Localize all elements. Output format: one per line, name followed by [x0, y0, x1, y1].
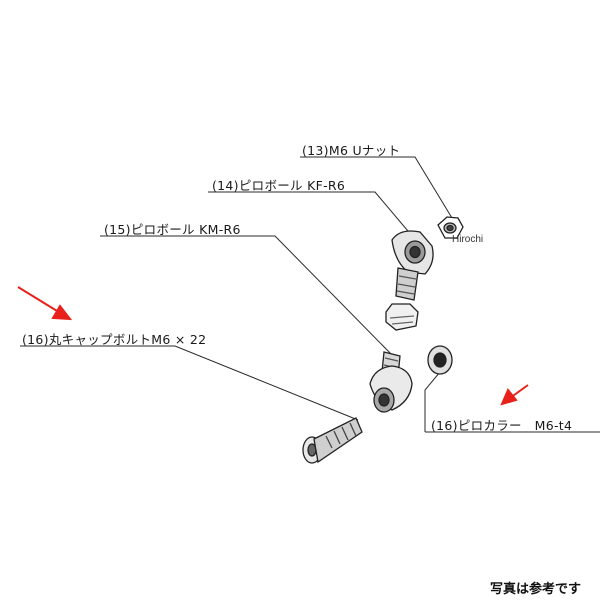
cap-bolt-part: [302, 417, 363, 464]
label-u-nut: (13)M6 Uナット: [302, 143, 401, 158]
watermark: Hirochi: [452, 234, 484, 245]
leader-line-13: [300, 156, 453, 219]
leader-line-14: [208, 191, 414, 238]
red-arrows: [17, 286, 529, 406]
u-nut-part: [437, 216, 464, 239]
arrow-bolt: [17, 286, 63, 315]
leader-line-15: [100, 235, 396, 359]
collar-part: [427, 345, 453, 375]
pillow-ball-km-part: [369, 351, 413, 413]
hex-nut-part: [385, 303, 419, 331]
label-collar: (16)ピロカラー M6-t4: [431, 418, 573, 433]
reference-note: 写真は参考です: [490, 582, 582, 597]
label-pillow-ball-km: (15)ピロボール KM-R6: [104, 222, 241, 237]
label-cap-bolt: (16)丸キャップボルトM6 × 22: [22, 332, 207, 347]
leader-line-16-bolt: [20, 345, 359, 421]
label-pillow-ball-kf: (14)ピロボール KF-R6: [212, 178, 346, 193]
pillow-ball-kf-part: [391, 230, 434, 301]
